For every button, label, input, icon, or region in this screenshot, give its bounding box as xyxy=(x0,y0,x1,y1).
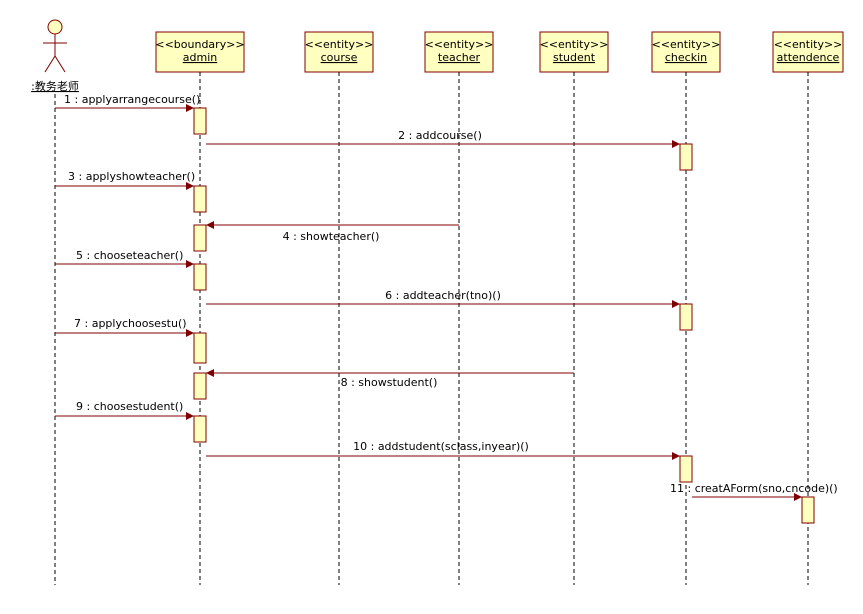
activation-admin-6 xyxy=(193,372,207,400)
participant-checkin: <<entity>> checkin xyxy=(651,31,721,73)
participant-student-stereotype: <<entity>> xyxy=(540,38,609,51)
participant-admin-stereotype: <<boundary>> xyxy=(155,38,244,51)
activation-attendence-1 xyxy=(801,496,815,524)
participant-student-name: student xyxy=(553,51,596,64)
participant-checkin-name: checkin xyxy=(665,51,707,64)
activation-checkin-2 xyxy=(679,303,693,331)
activation-bars xyxy=(193,107,815,524)
message-2-label: 2 : addcourse() xyxy=(398,129,482,142)
participant-admin-name: admin xyxy=(183,51,217,64)
activation-admin-4 xyxy=(193,263,207,291)
participant-teacher-name: teacher xyxy=(438,51,481,64)
actor-label: :教务老师 xyxy=(31,80,79,93)
messages xyxy=(55,104,802,501)
participant-course: <<entity>> course xyxy=(304,31,374,73)
message-3-label: 3 : applyshowteacher() xyxy=(68,170,195,183)
participant-course-stereotype: <<entity>> xyxy=(305,38,374,51)
participant-attendence-stereotype: <<entity>> xyxy=(774,38,843,51)
message-5-label: 5 : chooseteacher() xyxy=(76,249,183,262)
actor-figure xyxy=(43,19,67,73)
message-11-label: 11 : creatAForm(sno,cncode)() xyxy=(670,482,838,495)
activation-checkin-3 xyxy=(679,455,693,483)
participant-teacher-stereotype: <<entity>> xyxy=(425,38,494,51)
message-9-label: 9 : choosestudent() xyxy=(76,400,183,413)
activation-admin-5 xyxy=(193,332,207,364)
activation-admin-2 xyxy=(193,185,207,213)
participant-student: <<entity>> student xyxy=(539,31,609,73)
participant-teacher: <<entity>> teacher xyxy=(424,31,494,73)
activation-admin-3 xyxy=(193,224,207,252)
message-labels: 1 : applyarrangecourse() 2 : addcourse()… xyxy=(64,93,838,495)
message-7-label: 7 : applychoosestu() xyxy=(74,317,187,330)
activation-admin-7 xyxy=(193,415,207,443)
participant-attendence: <<entity>> attendence xyxy=(772,31,844,73)
participant-admin: <<boundary>> admin xyxy=(155,31,245,73)
participant-attendence-name: attendence xyxy=(777,51,840,64)
participant-course-name: course xyxy=(321,51,358,64)
message-6-label: 6 : addteacher(tno)() xyxy=(385,289,501,302)
message-10-label: 10 : addstudent(sclass,inyear)() xyxy=(353,440,529,453)
message-4-label: 4 : showteacher() xyxy=(283,230,380,243)
message-8-label: 8 : showstudent() xyxy=(341,376,438,389)
activation-checkin-1 xyxy=(679,143,693,171)
activation-admin-1 xyxy=(193,107,207,135)
message-1-label: 1 : applyarrangecourse() xyxy=(64,93,200,106)
participant-checkin-stereotype: <<entity>> xyxy=(652,38,721,51)
